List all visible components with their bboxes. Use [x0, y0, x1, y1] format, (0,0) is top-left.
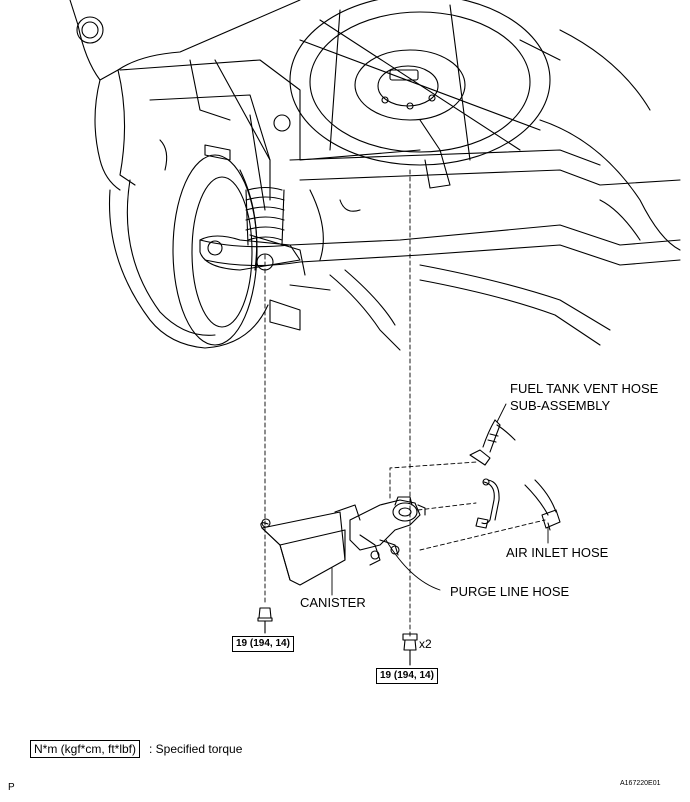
figure-id: A167220E01 — [620, 780, 661, 787]
fuel-tank-vent-hose — [469, 419, 516, 466]
fuel-tank-vent-hose-label-line2: SUB-ASSEMBLY — [510, 398, 611, 413]
air-inlet-hose-label: AIR INLET HOSE — [506, 545, 609, 560]
vehicle-underbody — [69, 0, 681, 351]
canister-bolt-right — [402, 633, 418, 666]
alignment-lines — [264, 169, 546, 639]
canister — [260, 496, 426, 586]
torque-spec-right: 19 (194, 14) — [376, 668, 438, 684]
purge-line-hose-label: PURGE LINE HOSE — [450, 584, 570, 599]
page-letter: P — [8, 782, 15, 793]
purge-line-hose — [475, 478, 500, 529]
torque-legend-description: : Specified torque — [149, 742, 243, 756]
canister-label: CANISTER — [300, 595, 366, 610]
torque-unit-legend-box: N*m (kgf*cm, ft*lbf) — [30, 740, 141, 758]
coil-spring — [245, 186, 285, 246]
leader-lines — [331, 403, 549, 596]
torque-spec-left: 19 (194, 14) — [232, 636, 294, 652]
bolt-quantity-label: x2 — [419, 637, 432, 651]
rear-tire — [108, 189, 269, 349]
fuel-tank-vent-hose-label-line1: FUEL TANK VENT HOSE — [510, 381, 659, 396]
air-inlet-hose — [524, 479, 561, 531]
canister-bolt-left — [257, 607, 273, 634]
spare-tire-well — [289, 0, 561, 166]
